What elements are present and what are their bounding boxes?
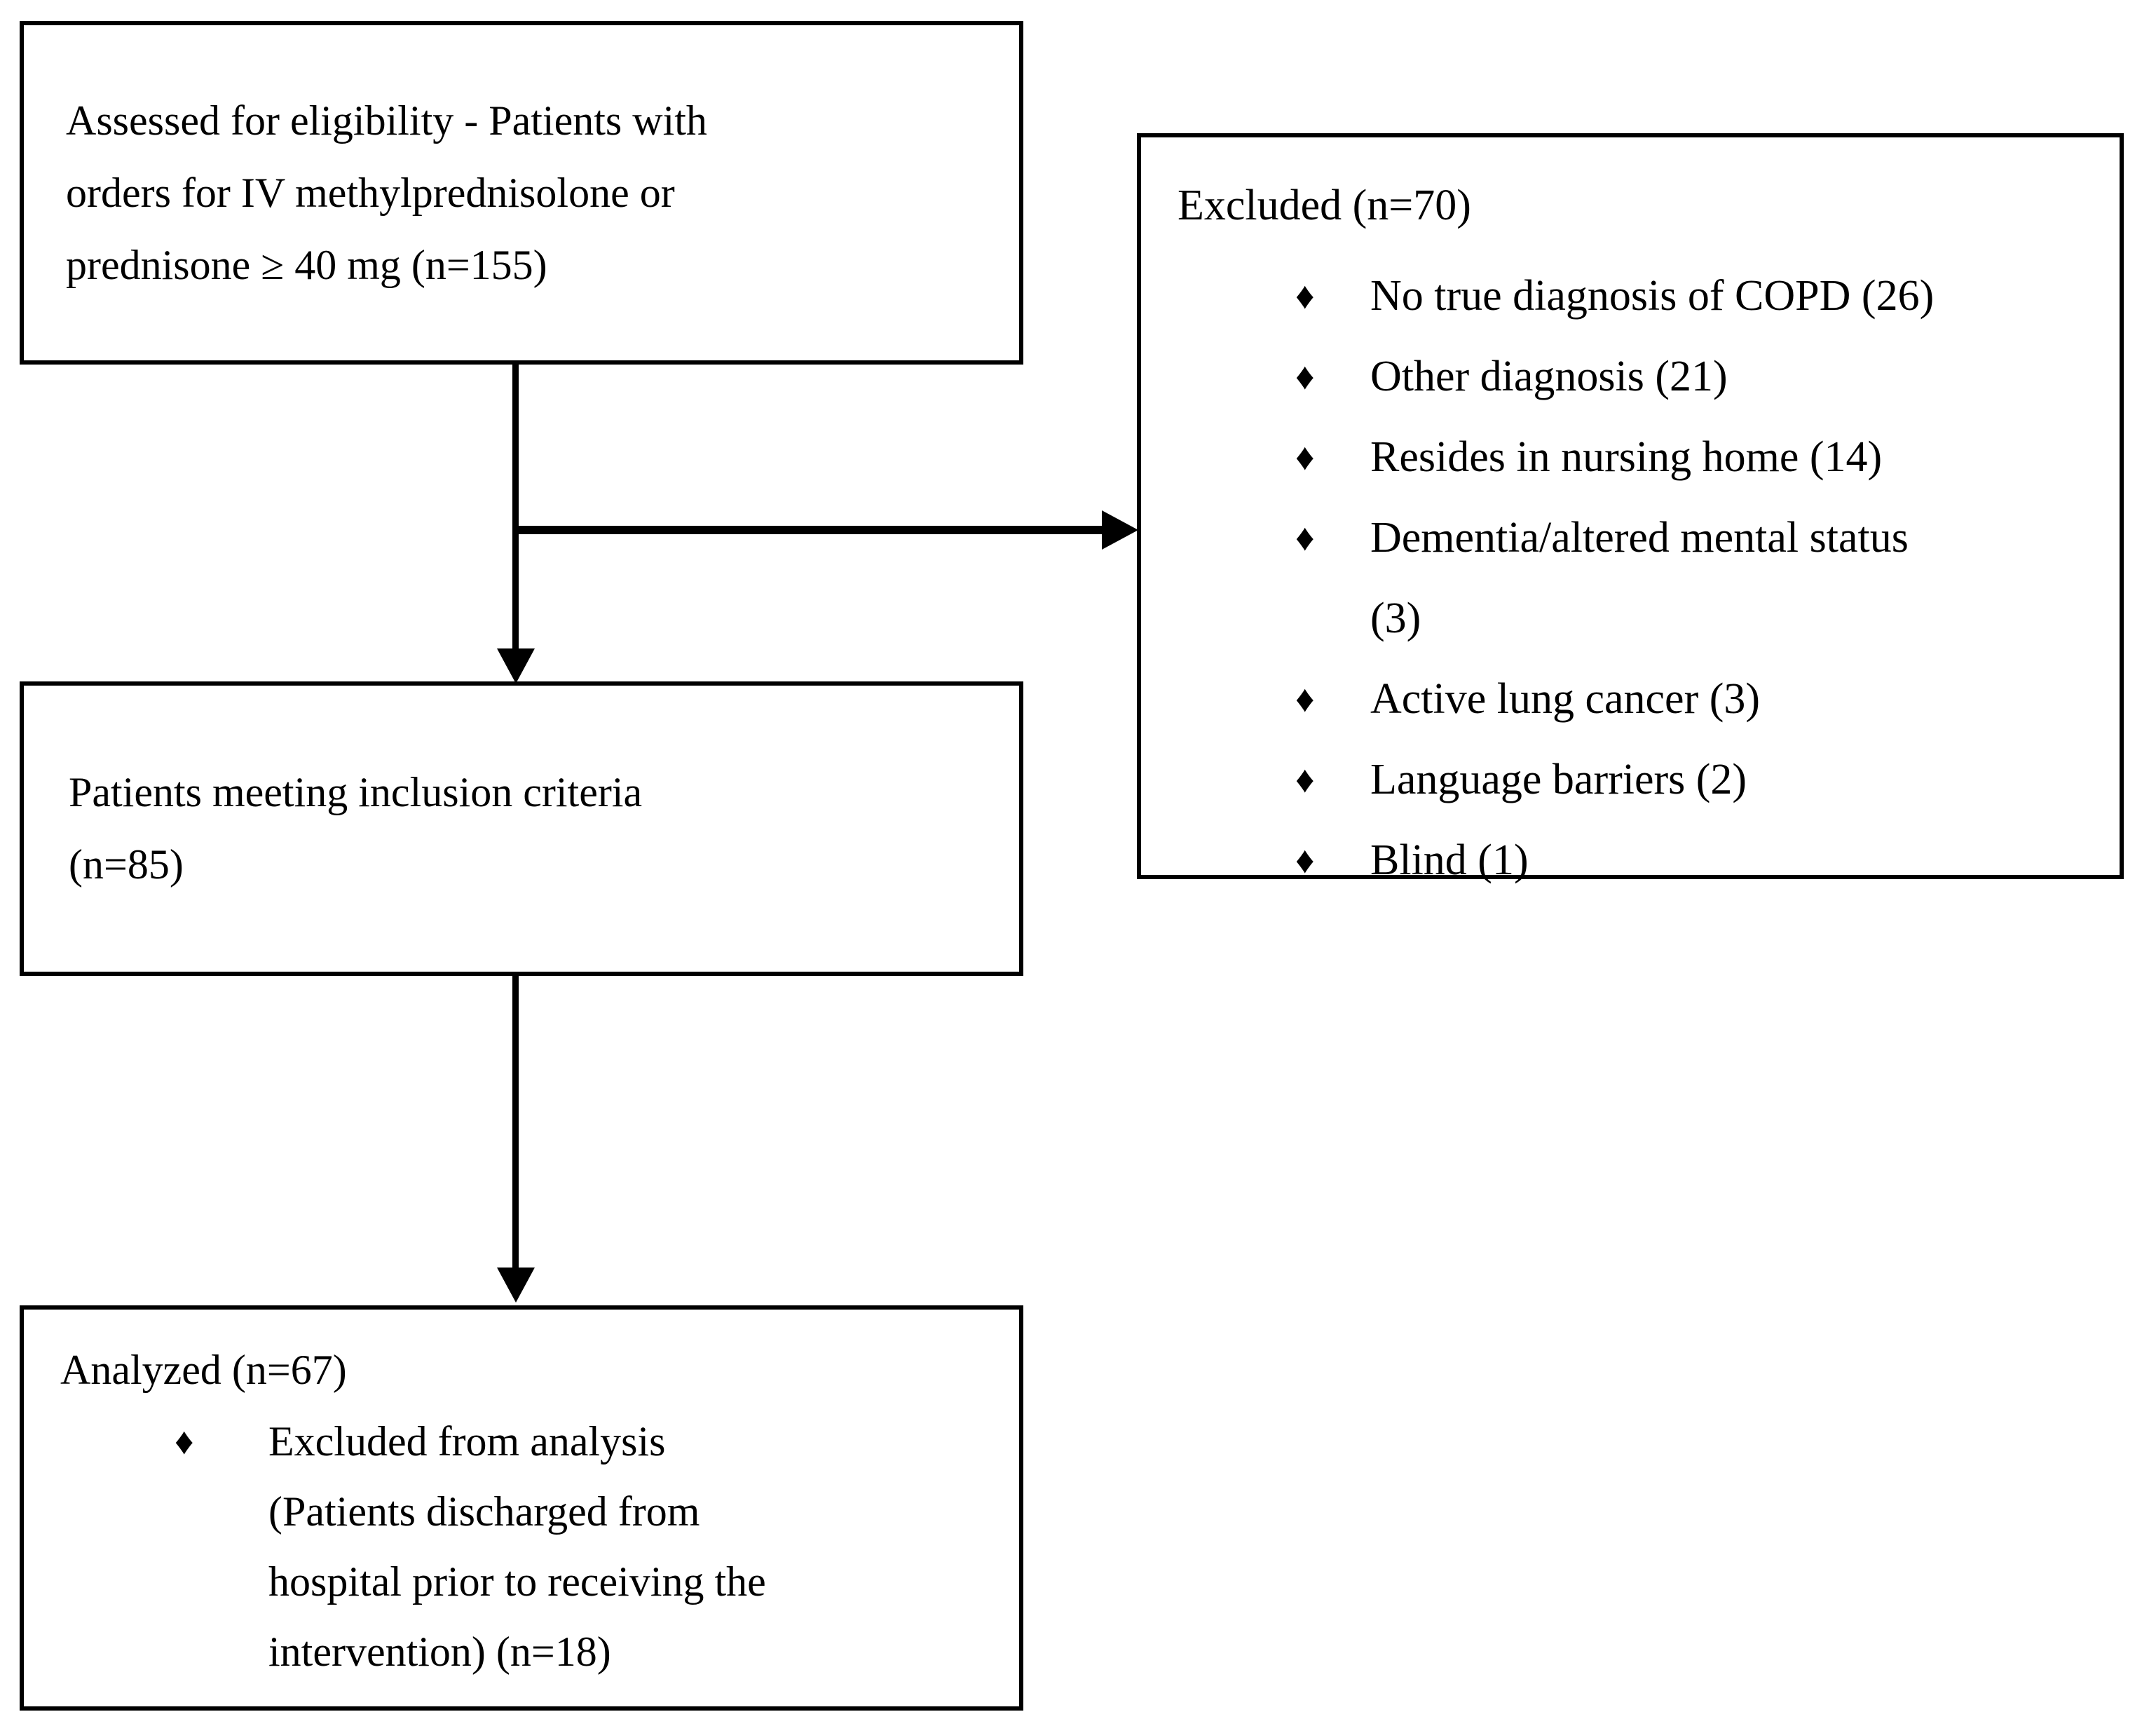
excluded-item-text: No true diagnosis of COPD (26) — [1370, 272, 1935, 320]
excluded-list: ♦ No true diagnosis of COPD (26) ♦ Other… — [1178, 256, 2094, 901]
arrow-line-inclusion-to-analyzed — [512, 976, 519, 1268]
excluded-item-text: Language barriers (2) — [1370, 756, 1747, 803]
excluded-title: Excluded (n=70) — [1178, 182, 1471, 229]
arrowhead-right-icon — [1102, 510, 1138, 550]
diamond-bullet-icon: ♦ — [1295, 678, 1315, 720]
analyzed-title: Analyzed (n=67) — [60, 1347, 347, 1393]
diamond-bullet-icon: ♦ — [1295, 839, 1315, 881]
excluded-item: ♦ Resides in nursing home (14) — [1178, 417, 2094, 498]
excluded-item: ♦ Language barriers (2) — [1178, 740, 2094, 820]
arrowhead-down-icon — [497, 1268, 535, 1303]
inclusion-criteria-text: Patients meeting inclusion criteria (n=8… — [69, 769, 643, 888]
excluded-item: ♦ Active lung cancer (3) — [1178, 659, 2094, 740]
box-inclusion-criteria: Patients meeting inclusion criteria (n=8… — [20, 681, 1023, 976]
analyzed-item: ♦ Excluded from analysis (Patients disch… — [60, 1406, 1001, 1687]
excluded-item-text: Other diagnosis (21) — [1370, 353, 1728, 400]
diamond-bullet-icon: ♦ — [1295, 517, 1315, 559]
excluded-item-text: Blind (1) — [1370, 836, 1529, 884]
analyzed-item-text: Excluded from analysis (Patients dischar… — [268, 1418, 766, 1675]
diamond-bullet-icon: ♦ — [1295, 759, 1315, 801]
assessed-eligibility-text: Assessed for eligibility - Patients with… — [66, 97, 707, 288]
excluded-item: ♦ Blind (1) — [1178, 820, 2094, 901]
excluded-item: ♦ No true diagnosis of COPD (26) — [1178, 256, 2094, 337]
diamond-bullet-icon: ♦ — [1295, 355, 1315, 397]
box-analyzed: Analyzed (n=67) ♦ Excluded from analysis… — [20, 1305, 1023, 1711]
diamond-bullet-icon: ♦ — [1295, 436, 1315, 478]
diamond-bullet-icon: ♦ — [1295, 275, 1315, 317]
diamond-bullet-icon: ♦ — [175, 1420, 194, 1462]
arrow-line-to-excluded — [515, 526, 1110, 534]
excluded-item: ♦ Other diagnosis (21) — [1178, 337, 2094, 417]
box-assessed-eligibility: Assessed for eligibility - Patients with… — [20, 21, 1023, 365]
arrowhead-down-icon — [497, 648, 535, 684]
excluded-item-text: Active lung cancer (3) — [1370, 675, 1761, 723]
box-excluded: Excluded (n=70) ♦ No true diagnosis of C… — [1137, 133, 2124, 884]
excluded-item-text: Dementia/altered mental status (3) — [1370, 514, 1909, 642]
analyzed-list: ♦ Excluded from analysis (Patients disch… — [60, 1406, 1001, 1687]
excluded-item: ♦ Dementia/altered mental status (3) — [1178, 498, 2094, 659]
excluded-item-text: Resides in nursing home (14) — [1370, 433, 1883, 481]
arrow-line-eligibility-to-inclusion — [512, 365, 519, 653]
